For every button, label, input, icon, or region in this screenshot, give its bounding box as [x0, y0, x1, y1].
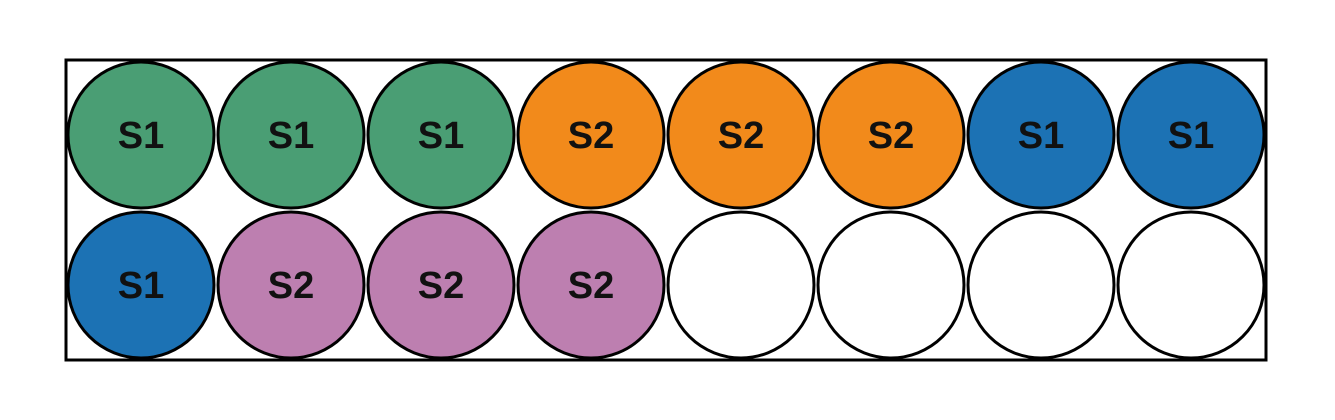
- well-label: S1: [418, 115, 464, 157]
- well-circle: [516, 210, 666, 360]
- well-label: S2: [568, 265, 614, 307]
- well-circle: [516, 60, 666, 210]
- well-circle: [366, 210, 516, 360]
- well-circle: [666, 60, 816, 210]
- well-label: S1: [1168, 115, 1214, 157]
- well-2-2: S2: [216, 210, 366, 360]
- well-circle: [66, 60, 216, 210]
- well-1-8: S1: [1116, 60, 1266, 210]
- well-1-1: S1: [66, 60, 216, 210]
- well-circle: [66, 210, 216, 360]
- well-circle: [966, 210, 1116, 360]
- well-label: S1: [118, 115, 164, 157]
- well-circle: [816, 210, 966, 360]
- well-label: S2: [268, 265, 314, 307]
- well-1-2: S1: [216, 60, 366, 210]
- well-label: S2: [868, 115, 914, 157]
- well-label: S1: [118, 265, 164, 307]
- well-2-8: [1116, 210, 1266, 360]
- well-circle: [1116, 60, 1266, 210]
- well-1-5: S2: [666, 60, 816, 210]
- well-label: S2: [718, 115, 764, 157]
- well-2-4: S2: [516, 210, 666, 360]
- well-label: S1: [1018, 115, 1064, 157]
- well-circle: [1116, 210, 1266, 360]
- well-1-3: S1: [366, 60, 516, 210]
- well-2-3: S2: [366, 210, 516, 360]
- well-1-6: S2: [816, 60, 966, 210]
- well-circle: [216, 210, 366, 360]
- well-circle: [966, 60, 1116, 210]
- well-1-4: S2: [516, 60, 666, 210]
- well-label: S1: [268, 115, 314, 157]
- well-1-7: S1: [966, 60, 1116, 210]
- well-label: S2: [568, 115, 614, 157]
- well-2-5: [666, 210, 816, 360]
- well-2-7: [966, 210, 1116, 360]
- well-circle: [816, 60, 966, 210]
- well-2-6: [816, 210, 966, 360]
- well-label: S2: [418, 265, 464, 307]
- well-circle: [366, 60, 516, 210]
- well-circle: [666, 210, 816, 360]
- well-2-1: S1: [66, 210, 216, 360]
- well-circle: [216, 60, 366, 210]
